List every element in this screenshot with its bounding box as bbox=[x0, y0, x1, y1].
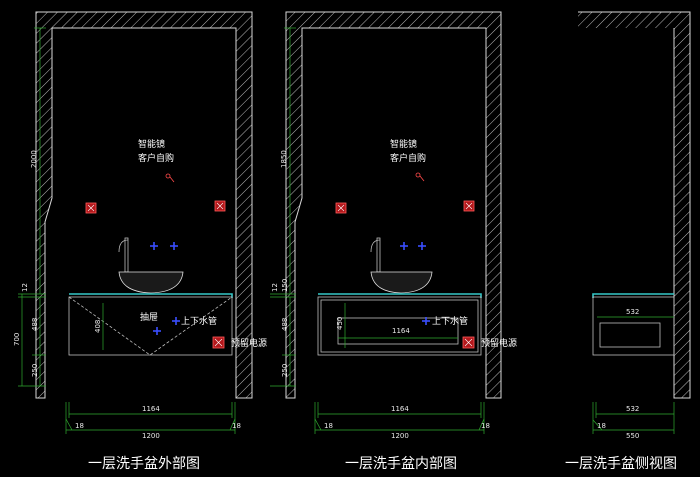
dim-top-second-2: 150 bbox=[281, 279, 289, 292]
side-view: 532 532 18 550 一层洗手盆侧视图 bbox=[565, 11, 691, 472]
customer-purchase-label: 客户自购 bbox=[138, 152, 174, 164]
exterior-wall-outline bbox=[35, 11, 253, 399]
horizontal-dimensions-3 bbox=[592, 402, 675, 434]
drawer-depth-label: 408 bbox=[94, 320, 102, 333]
dim-upper-height: 2000 bbox=[30, 150, 38, 168]
dim-inner-width: 1164 bbox=[142, 405, 160, 413]
outlet-box-left bbox=[85, 202, 97, 214]
dim-side-left: 18 bbox=[75, 422, 84, 430]
dim-cabinet-height-2: 488 bbox=[281, 318, 289, 331]
faucet-icon bbox=[118, 237, 129, 273]
mirror-socket-icon-2 bbox=[415, 172, 425, 182]
pipe-marker-icon bbox=[150, 242, 178, 250]
dim-side-left-2: 18 bbox=[324, 422, 333, 430]
exterior-view: 智能镜 客户自购 抽屉 408 bbox=[13, 11, 267, 472]
basin-bowl-2 bbox=[370, 271, 433, 294]
dim-inner-width-label-2: 1164 bbox=[392, 327, 410, 335]
pipe-label-2: 上下水管 bbox=[432, 315, 468, 327]
reserve-power-label: 预留电源 bbox=[231, 337, 267, 349]
drawer-label: 抽屉 bbox=[140, 311, 158, 323]
side-cabinet-body bbox=[592, 296, 675, 356]
customer-purchase-label-2: 客户自购 bbox=[390, 152, 426, 164]
horizontal-dimensions-2 bbox=[314, 402, 485, 434]
mirror-socket-icon bbox=[165, 173, 175, 183]
dim-bottom-height-2: 250 bbox=[281, 364, 289, 377]
side-dim-inner: 532 bbox=[626, 405, 639, 413]
horizontal-dimensions bbox=[65, 402, 236, 434]
side-dim-total: 550 bbox=[626, 432, 639, 440]
outlet-box-right-2 bbox=[463, 200, 475, 212]
drawer-front-2 bbox=[337, 317, 459, 345]
pipe-marker-cabinet-icon bbox=[153, 317, 180, 335]
side-wall-hatch bbox=[578, 12, 690, 398]
pipe-marker-icon-2 bbox=[400, 242, 426, 250]
dim-total-width-2: 1200 bbox=[391, 432, 409, 440]
dim-inner-height-2: 450 bbox=[336, 317, 344, 330]
dim-upper-height-2: 1850 bbox=[280, 150, 288, 168]
reserve-power-label-2: 预留电源 bbox=[481, 337, 517, 349]
vertical-dimensions bbox=[18, 27, 46, 387]
reserve-socket-icon-2 bbox=[462, 336, 475, 349]
dim-inner-width-2: 1164 bbox=[391, 405, 409, 413]
reserve-socket-icon bbox=[212, 336, 225, 349]
dim-bottom-height: 250 bbox=[31, 364, 39, 377]
dim-top-gap-2: 12 bbox=[271, 283, 279, 292]
outlet-box-right bbox=[214, 200, 226, 212]
outlet-box-left-2 bbox=[335, 202, 347, 214]
cabinet-inner-2 bbox=[320, 299, 479, 353]
pipe-label: 上下水管 bbox=[181, 315, 217, 327]
side-dim-side: 18 bbox=[597, 422, 606, 430]
dim-cabinet-height: 488 bbox=[31, 318, 39, 331]
basin-bowl bbox=[118, 271, 184, 294]
side-cabinet-width-label: 532 bbox=[626, 308, 639, 316]
cabinet-body-2 bbox=[317, 296, 482, 356]
dim-total-height: 700 bbox=[13, 333, 21, 346]
dim-top-gap: 12 bbox=[21, 283, 29, 292]
side-drawer-box bbox=[599, 322, 661, 348]
side-wall-outline bbox=[578, 11, 691, 399]
drawer-swing-lines bbox=[68, 296, 233, 356]
view-title-interior: 一层洗手盆内部图 bbox=[345, 456, 457, 472]
dim-side-right: 18 bbox=[232, 422, 241, 430]
interior-wall-outline bbox=[285, 11, 502, 399]
dim-side-right-2: 18 bbox=[481, 422, 490, 430]
view-title-exterior: 一层洗手盆外部图 bbox=[88, 456, 200, 472]
view-title-side: 一层洗手盆侧视图 bbox=[565, 456, 677, 472]
smart-mirror-label-2: 智能镜 bbox=[390, 138, 417, 150]
interior-view: 智能镜 客户自购 1164 450 bbox=[270, 11, 517, 472]
smart-mirror-label: 智能镜 bbox=[138, 138, 165, 150]
pipe-marker-cabinet-icon-2 bbox=[422, 317, 430, 325]
faucet-icon-2 bbox=[370, 237, 381, 273]
dim-total-width: 1200 bbox=[142, 432, 160, 440]
vertical-dimensions-2 bbox=[270, 27, 296, 387]
